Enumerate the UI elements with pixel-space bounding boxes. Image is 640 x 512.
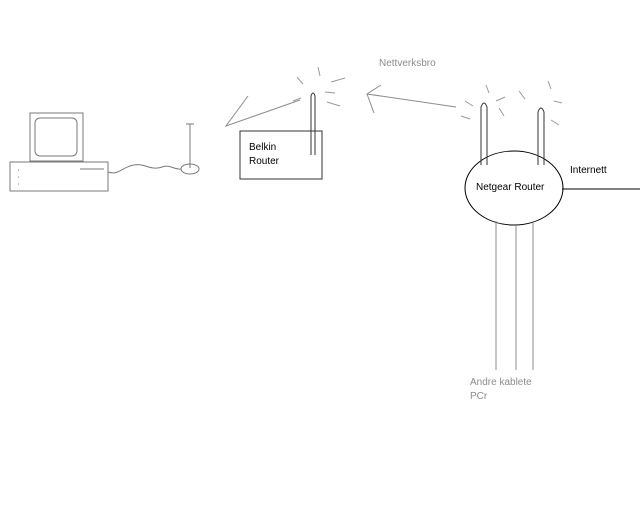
belkin-antenna: [310, 92, 316, 155]
internet-label: Internett: [570, 165, 607, 176]
wireless-link-line: [224, 95, 301, 128]
netgear-signal-rays: [460, 80, 563, 126]
belkin-label-line1: Belkin: [249, 142, 277, 153]
wired-pcs-label-line1: Andre kablete: [470, 377, 532, 388]
wireless-adapter-icon: [180, 123, 200, 175]
wired-cables: [495, 221, 534, 370]
bridge-label: Nettverksbro: [379, 58, 436, 69]
computer-icon: [9, 112, 109, 192]
usb-cable: [107, 164, 182, 174]
belkin-router-box: [239, 130, 323, 180]
bridge-arrow: [366, 84, 457, 114]
netgear-antenna-right: [537, 107, 545, 165]
wired-pcs-label-line2: PCr: [470, 391, 488, 402]
belkin-label-line2: Router: [249, 156, 280, 167]
netgear-label: Netgear Router: [476, 182, 545, 193]
belkin-signal-rays: [292, 66, 346, 107]
netgear-router-ellipse: [464, 150, 564, 226]
netgear-antenna-left: [480, 102, 488, 165]
